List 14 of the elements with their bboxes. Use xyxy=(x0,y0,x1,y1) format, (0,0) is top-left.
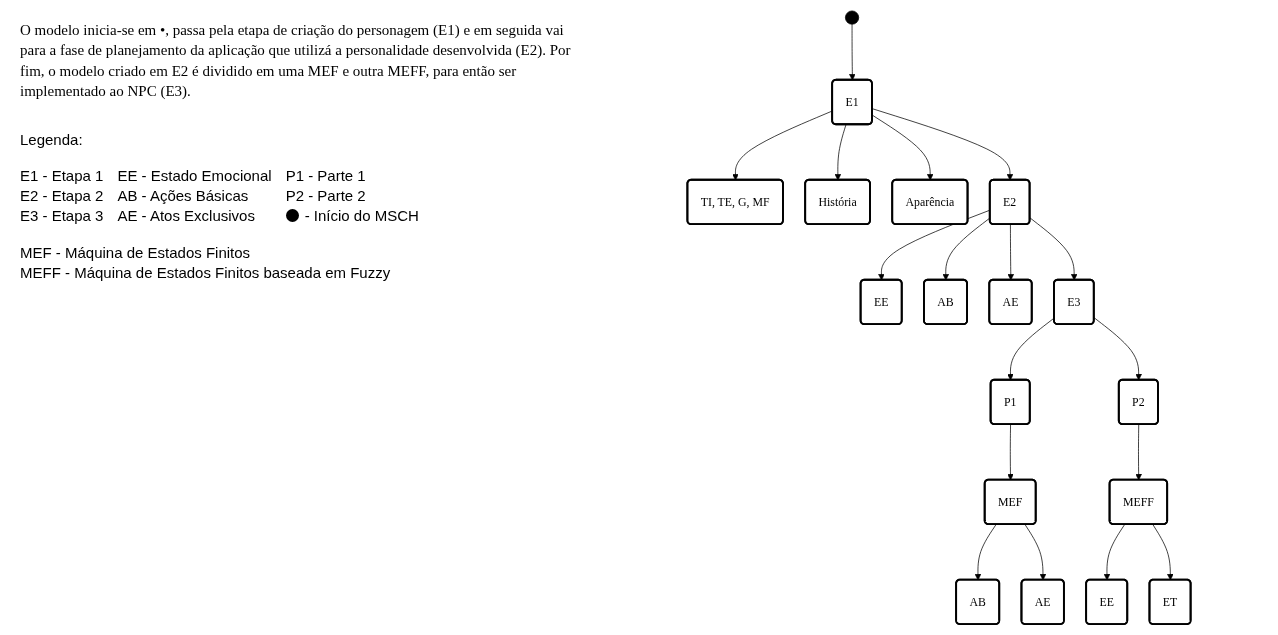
abbreviation-text: MEFF - Máquina de Estados Finitos baseada em Fuzzy xyxy=(20,264,392,281)
legend-heading: Legenda: xyxy=(20,131,83,148)
legend-text: - Início do MSCH xyxy=(304,207,419,224)
abbreviation-text: E1 - Etapa 1 xyxy=(20,167,104,184)
abbreviation-text: P2 - Parte 2 xyxy=(285,187,367,204)
abbreviation-text: AB - Ações Básicas xyxy=(117,187,250,204)
abbreviation-text: EE - Estado Emocional xyxy=(117,167,272,184)
abbreviation-text: AE - Atos Exclusivos xyxy=(117,207,256,224)
abbreviation-text: MEF - Máquina de Estados Finitos xyxy=(20,244,252,261)
description-paragraph: O modelo inicia-se em •, passa pela etapa de criação do personagem (E1) e em seguida vai para a fase de planejamento da aplicação que utilizá a personalidade desenvolvida (E2). Por fim, o modelo criado em E2 é dividido em uma MEF e outra MEFF, para então ser implementado ao NPC (E3). xyxy=(20,21,572,101)
abbreviation-text: E3 - Etapa 3 xyxy=(20,207,104,224)
abbreviation-text: P1 - Parte 1 xyxy=(285,167,367,184)
abbreviation-text: E2 - Etapa 2 xyxy=(20,187,104,204)
node-circle xyxy=(845,10,860,25)
